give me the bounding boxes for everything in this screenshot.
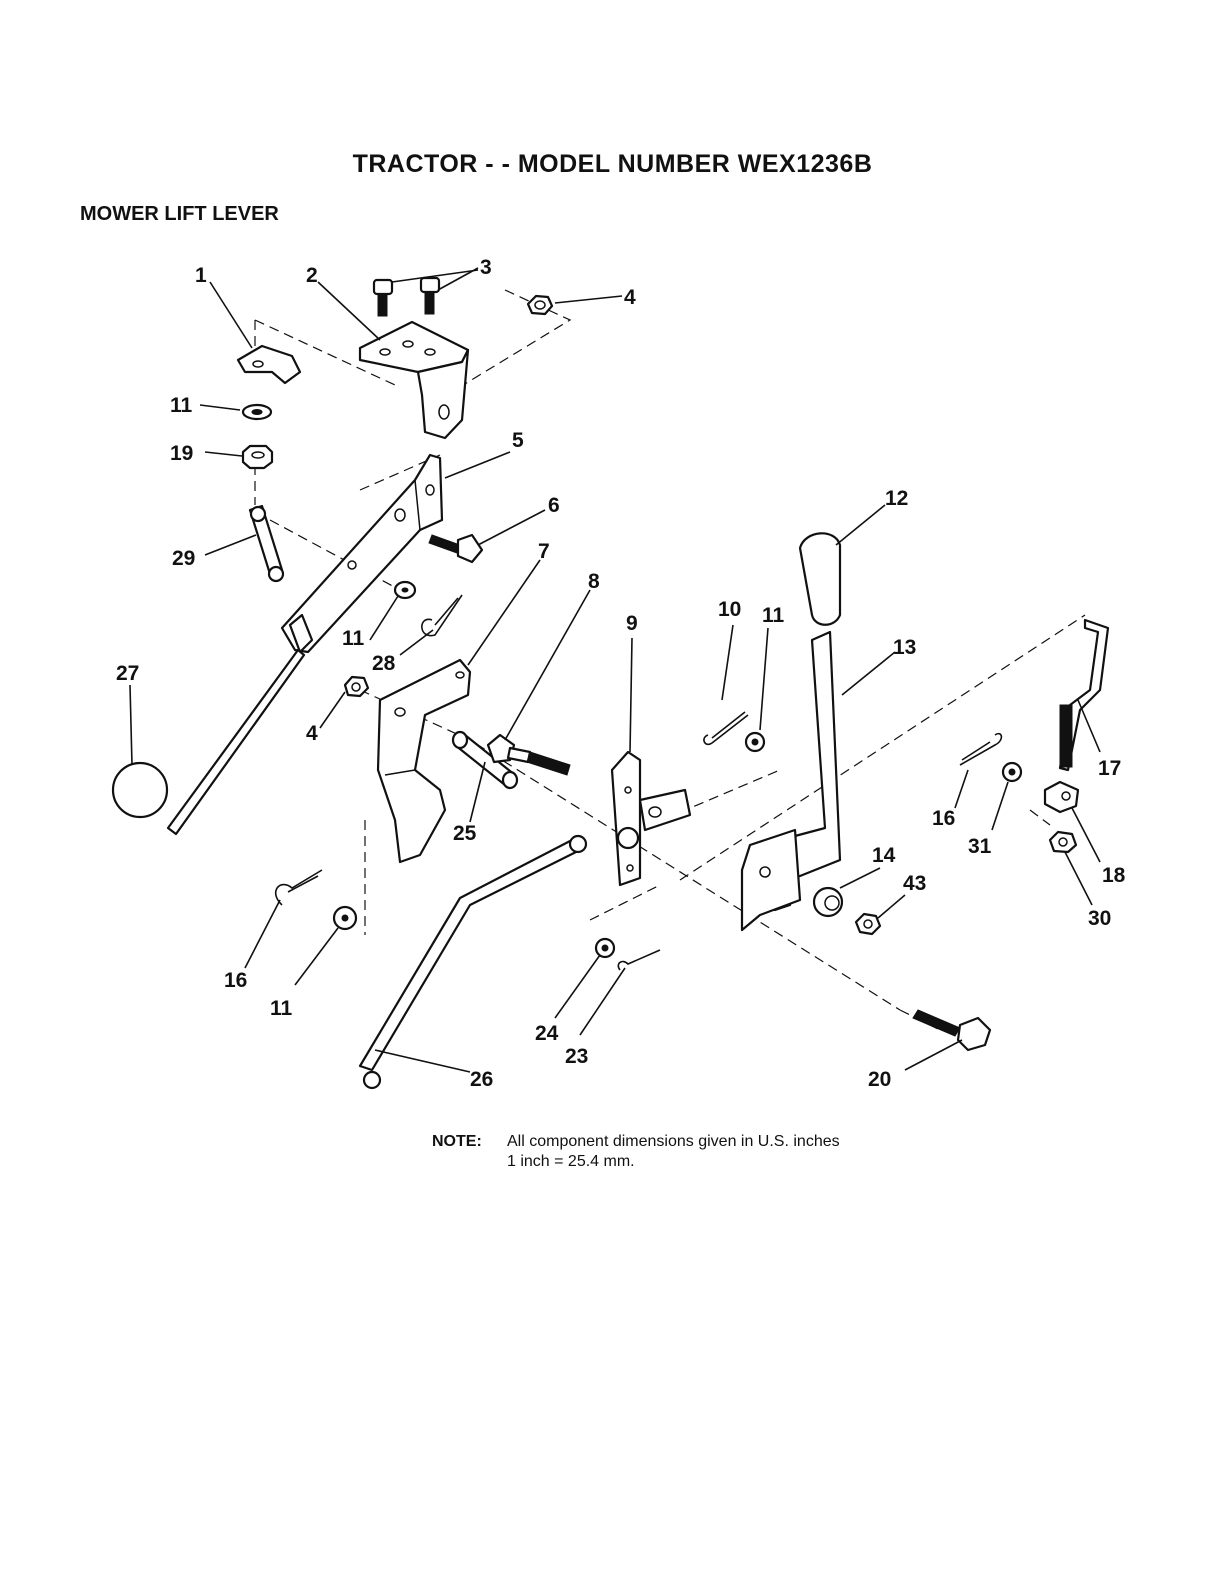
callout-13: 13 [893, 636, 916, 659]
callout-11-d: 11 [270, 997, 293, 1020]
callout-2: 2 [306, 264, 318, 287]
part-19-nut [243, 446, 272, 468]
callout-14: 14 [872, 844, 896, 867]
part-18-swivel [1045, 782, 1078, 812]
leader-lines [130, 268, 1100, 1072]
part-30-nut [1050, 832, 1076, 852]
callout-labels: 1 2 3 4 11 19 5 6 12 29 7 8 10 11 9 11 1… [116, 256, 1126, 1091]
callout-6: 6 [548, 494, 560, 517]
callout-24: 24 [535, 1022, 559, 1045]
part-20-bolt [913, 1010, 990, 1050]
callout-26: 26 [470, 1068, 493, 1091]
callout-18: 18 [1102, 864, 1126, 887]
part-6-bolt [429, 535, 482, 562]
callout-25: 25 [453, 822, 477, 845]
callout-16: 16 [932, 807, 955, 830]
callout-4: 4 [624, 286, 636, 309]
part-13-lever [742, 632, 840, 930]
callout-30: 30 [1088, 907, 1111, 930]
part-27-knob [113, 650, 304, 834]
part-14-bushing [814, 888, 842, 916]
callout-16-b: 16 [224, 969, 247, 992]
part-4-nut [528, 296, 552, 314]
callout-28: 28 [372, 652, 396, 675]
part-29-link [250, 506, 283, 581]
part-16-hairpin-2 [276, 870, 322, 905]
callout-10: 10 [718, 598, 741, 621]
part-2-bracket [360, 322, 468, 438]
dimension-note: NOTE:All component dimensions given in U… [432, 1132, 840, 1172]
callout-9: 9 [626, 612, 638, 635]
callout-3: 3 [480, 256, 492, 279]
callout-12: 12 [885, 487, 908, 510]
part-43-nut [856, 914, 880, 934]
callout-19: 19 [170, 442, 193, 465]
part-16-hairpin [960, 734, 1001, 765]
part-9-pivot-bracket [612, 752, 690, 885]
part-4-nut-2 [345, 677, 368, 696]
callout-1: 1 [195, 264, 207, 287]
part-3-bolts [374, 278, 439, 316]
callout-20: 20 [868, 1068, 891, 1091]
callout-4-b: 4 [306, 722, 318, 745]
note-line-1: All component dimensions given in U.S. i… [507, 1133, 840, 1150]
part-11-washer-3 [746, 733, 764, 751]
part-11-washer-4 [334, 907, 356, 929]
part-12-grip [800, 533, 840, 624]
part-5-lift-arm [282, 455, 442, 652]
callout-29: 29 [172, 547, 195, 570]
part-1-clip [238, 346, 300, 383]
note-line-2: 1 inch = 25.4 mm. [432, 1152, 840, 1172]
callout-11: 11 [170, 394, 193, 417]
part-23-cotter-pin [618, 950, 660, 970]
callout-11-b: 11 [762, 604, 785, 627]
callout-5: 5 [512, 429, 524, 452]
part-17-rod [1060, 620, 1108, 770]
callout-31: 31 [968, 835, 992, 858]
part-10-cotter-pin [704, 712, 748, 744]
callout-7: 7 [538, 540, 550, 563]
callout-11-c: 11 [342, 627, 365, 650]
note-label: NOTE: [432, 1132, 507, 1152]
callout-8: 8 [588, 570, 600, 593]
callout-43: 43 [903, 872, 926, 895]
part-24-washer [596, 939, 614, 957]
part-11-washer [243, 405, 271, 419]
part-11-washer-2 [395, 582, 415, 598]
callout-27: 27 [116, 662, 139, 685]
callout-17: 17 [1098, 757, 1121, 780]
callout-23: 23 [565, 1045, 588, 1068]
part-28-hairpin [422, 595, 462, 636]
part-26-link [360, 836, 586, 1088]
part-31-washer [1003, 763, 1021, 781]
